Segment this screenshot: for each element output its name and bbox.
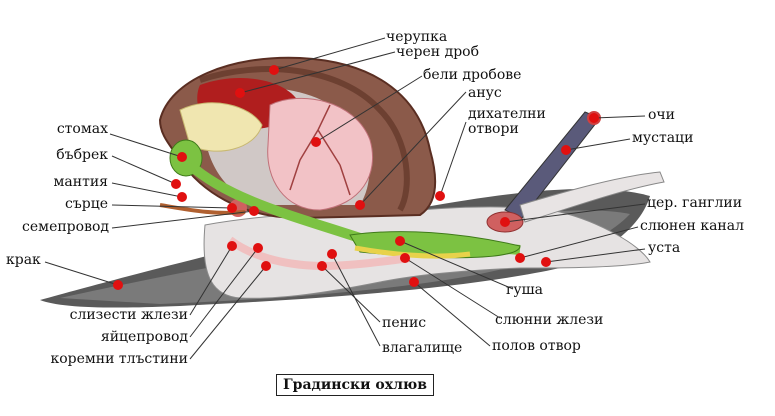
diagram-caption: Градински охлюв <box>276 374 435 396</box>
label-salivary-duct: слюнен канал <box>640 218 744 234</box>
label-tentacles: мустаци <box>632 130 694 146</box>
shell-whorl <box>199 66 410 212</box>
albumen-gland <box>179 102 263 152</box>
marker-abdominal-fat <box>261 261 271 271</box>
label-oviduct: яйцепровод <box>100 329 188 345</box>
label-eyes: очи <box>648 107 676 123</box>
label-genital-pore: полов отвор <box>492 338 581 354</box>
marker-foot <box>113 280 123 290</box>
label-heart: сърце <box>65 196 108 212</box>
label-breathing-pores-1: дихателни <box>468 106 546 122</box>
marker-mantle <box>177 192 187 202</box>
marker-eye <box>589 113 599 123</box>
marker-heart <box>227 203 237 213</box>
label-kidney: бъбрек <box>56 147 108 163</box>
marker-tentacle <box>561 145 571 155</box>
label-anus: анус <box>468 85 502 101</box>
label-ganglia: цер. ганглии <box>647 195 743 211</box>
salivary-gland <box>354 245 471 259</box>
lung-veins <box>289 104 351 196</box>
marker-salivary-glands <box>400 253 410 263</box>
label-abdominal-fat: коремни тлъстини <box>50 351 188 367</box>
label-liver: черен дроб <box>396 44 480 60</box>
label-breathing-pores-2: отвори <box>468 121 519 137</box>
label-salivary-glands: слюнни жлези <box>495 312 604 328</box>
marker-ganglia <box>500 217 510 227</box>
marker-vagina <box>327 249 337 259</box>
label-shell: черупка <box>386 29 448 45</box>
marker-oviduct <box>253 243 263 253</box>
label-stomach: стомах <box>56 121 108 137</box>
label-mucus-glands: слизести жлези <box>69 307 188 323</box>
marker-lung <box>311 137 321 147</box>
label-penis: пенис <box>382 315 427 331</box>
marker-vas-deferens <box>249 206 259 216</box>
label-mantle: мантия <box>53 174 108 190</box>
marker-crop <box>395 236 405 246</box>
label-mouth: уста <box>648 240 681 256</box>
label-lungs: бели дробове <box>423 67 522 83</box>
label-crop: гуша <box>506 282 543 298</box>
marker-breathing-pore <box>435 191 445 201</box>
marker-salivary-duct <box>515 253 525 263</box>
marker-dots <box>113 65 599 290</box>
marker-mucus-glands <box>227 241 237 251</box>
label-foot: крак <box>6 252 41 268</box>
marker-kidney <box>171 179 181 189</box>
leader-lines <box>44 37 646 360</box>
marker-anus <box>355 200 365 210</box>
marker-liver <box>235 88 245 98</box>
lower-tentacle <box>519 171 665 223</box>
marker-stomach <box>177 152 187 162</box>
label-vas-deferens: семепровод <box>22 219 109 235</box>
marker-genital-pore <box>409 277 419 287</box>
marker-mouth <box>541 257 551 267</box>
marker-penis <box>317 261 327 271</box>
label-vagina: влагалище <box>382 340 463 356</box>
marker-shell <box>269 65 279 75</box>
